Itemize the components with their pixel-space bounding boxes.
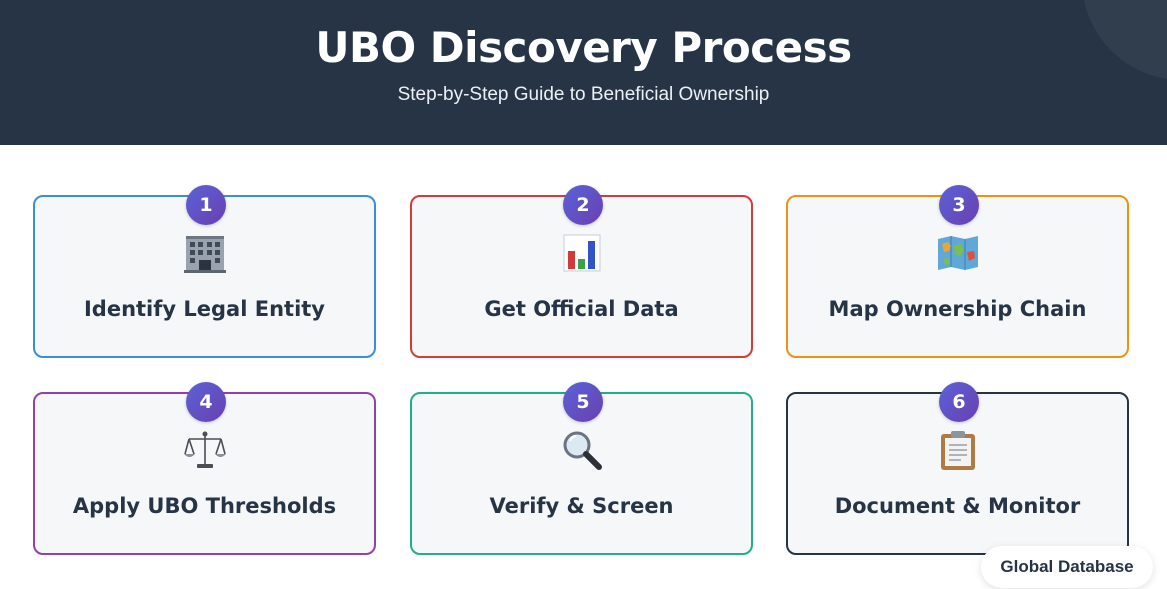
bar-chart-icon <box>412 231 751 275</box>
step-card-2: 2 Get Official Data <box>410 185 753 358</box>
step-number-badge: 6 <box>939 382 979 422</box>
step-label: Map Ownership Chain <box>828 297 1087 321</box>
brand-watermark: Global Database <box>981 546 1153 588</box>
step-label: Get Official Data <box>484 297 679 321</box>
step-label: Apply UBO Thresholds <box>72 494 337 518</box>
clipboard-icon <box>788 428 1127 472</box>
step-number-badge: 2 <box>563 185 603 225</box>
office-building-icon <box>35 231 374 275</box>
step-number-badge: 5 <box>563 382 603 422</box>
step-label: Document & Monitor <box>834 494 1081 518</box>
page-subtitle: Step-by-Step Guide to Beneficial Ownersh… <box>397 84 770 105</box>
step-card-4: 4 Apply UBO Thresholds <box>33 382 376 555</box>
scales-icon <box>35 428 374 472</box>
step-number-badge: 3 <box>939 185 979 225</box>
page-title: UBO Discovery Process <box>315 23 852 72</box>
step-number-badge: 4 <box>186 382 226 422</box>
step-card-1: 1 Identify Legal Entity <box>33 185 376 358</box>
step-label: Verify & Screen <box>489 494 674 518</box>
step-card-3: 3 Map Ownership Chain <box>786 185 1129 358</box>
step-card-5: 5 Verify & Screen <box>410 382 753 555</box>
step-card-6: 6 Document & Monitor <box>786 382 1129 555</box>
step-number-badge: 1 <box>186 185 226 225</box>
magnifying-glass-icon <box>412 428 751 472</box>
header-banner: UBO Discovery Process Step-by-Step Guide… <box>0 0 1167 145</box>
world-map-icon <box>788 231 1127 275</box>
step-label: Identify Legal Entity <box>83 297 325 321</box>
